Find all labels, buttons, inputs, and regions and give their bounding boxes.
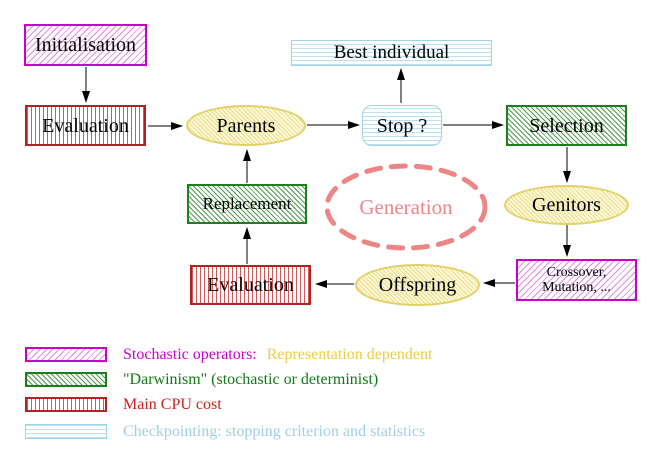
node-parents: Parents	[186, 105, 306, 146]
legend-label-checkpointing: Checkpointing: stopping criterion and st…	[123, 423, 426, 440]
node-crossover-line1: Crossover,	[546, 264, 607, 280]
node-selection: Selection	[506, 105, 627, 146]
node-genitors: Genitors	[504, 185, 629, 225]
legend-text-stochastic: Stochastic operators: Representation depe…	[123, 345, 432, 365]
node-evaluation-top: Evaluation	[25, 105, 146, 146]
legend-swatch-stochastic	[25, 347, 107, 362]
node-best-individual: Best individual	[291, 40, 492, 66]
node-initialisation-label: Initialisation	[34, 34, 137, 56]
legend-label-representation: Representation dependent	[266, 346, 433, 363]
node-best-individual-label: Best individual	[333, 41, 450, 63]
node-replacement-label: Replacement	[202, 193, 292, 213]
node-selection-label: Selection	[529, 114, 604, 137]
node-evaluation-bottom-label: Evaluation	[207, 274, 294, 296]
legend-swatch-darwinism	[25, 372, 107, 387]
node-initialisation: Initialisation	[24, 24, 147, 66]
node-crossover-mutation: Crossover, Mutation, ...	[516, 259, 637, 301]
node-replacement: Replacement	[187, 184, 307, 224]
node-offspring: Offspring	[355, 264, 480, 306]
generation-label: Generation	[359, 194, 453, 219]
node-offspring-label: Offspring	[378, 274, 457, 296]
generation-loop-ellipse	[324, 163, 488, 251]
legend-swatch-checkpointing	[25, 424, 107, 439]
node-evaluation-bottom: Evaluation	[190, 265, 311, 305]
node-stop-label: Stop ?	[376, 114, 428, 137]
legend-swatch-cpu	[25, 397, 107, 412]
legend-label-stochastic: Stochastic operators:	[123, 346, 257, 363]
node-genitors-label: Genitors	[532, 194, 601, 216]
node-parents-label: Parents	[216, 114, 276, 137]
node-crossover-line2: Mutation, ...	[542, 280, 611, 295]
legend-label-cpu: Main CPU cost	[123, 396, 222, 413]
node-evaluation-top-label: Evaluation	[42, 114, 129, 137]
legend-label-darwinism: "Darwinism" (stochastic or determinist)	[123, 371, 379, 388]
node-stop: Stop ?	[362, 105, 442, 146]
